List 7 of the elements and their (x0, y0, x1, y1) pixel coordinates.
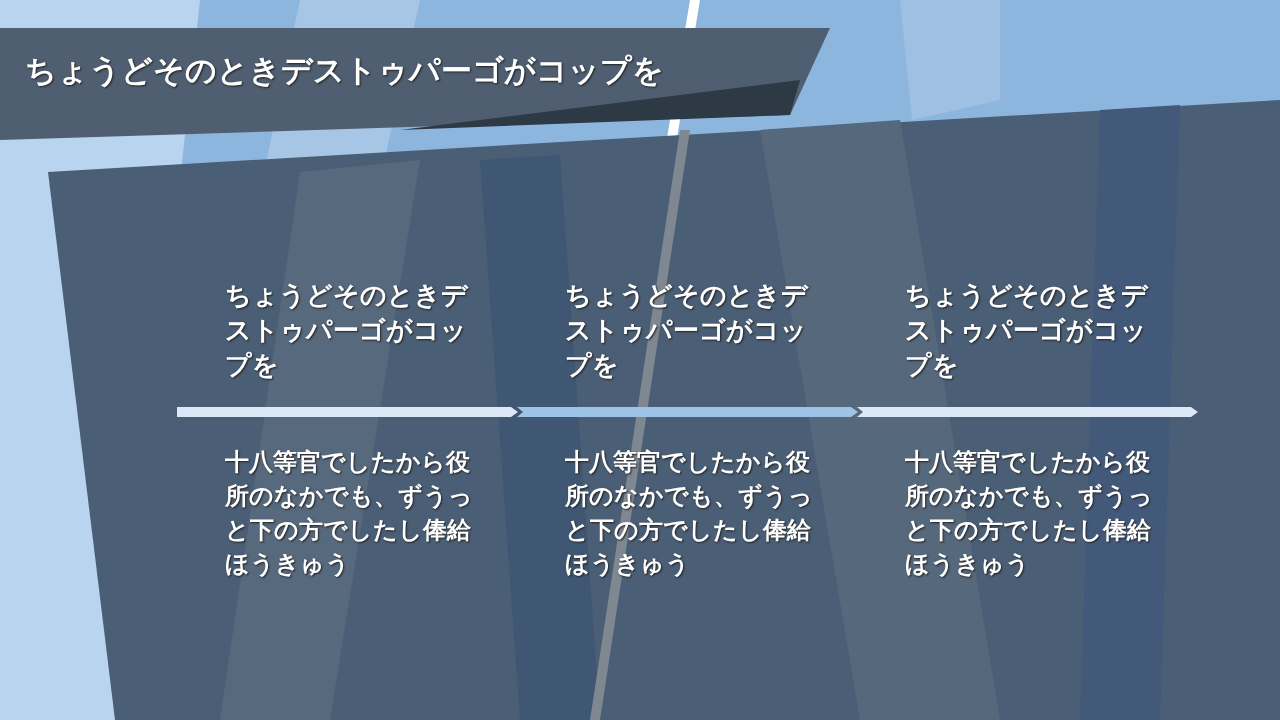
step-heading: ちょうどそのときデストゥパーゴがコップを (565, 279, 810, 382)
step-heading: ちょうどそのときデストゥパーゴがコップを (905, 279, 1150, 382)
step-heading: ちょうどそのときデストゥパーゴがコップを (225, 279, 470, 382)
slide-title: ちょうどそのときデストゥパーゴがコップを (25, 51, 664, 90)
step-description: 十八等官でしたから役所のなかでも、ずうっと下の方でしたし俸給ほうきゅう (905, 447, 1154, 580)
step-description: 十八等官でしたから役所のなかでも、ずうっと下の方でしたし俸給ほうきゅう (225, 447, 474, 580)
step-description: 十八等官でしたから役所のなかでも、ずうっと下の方でしたし俸給ほうきゅう (565, 447, 814, 580)
